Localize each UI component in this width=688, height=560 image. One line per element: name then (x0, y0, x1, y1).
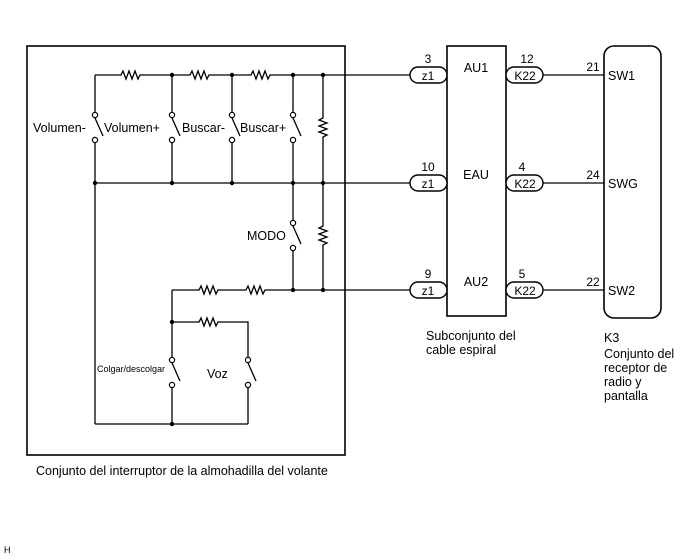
receiver-pin-swg: 24 (586, 168, 600, 182)
pin-right-au1: 12 (520, 52, 534, 66)
connector-k22-eau (505, 174, 544, 192)
switch-assembly-title: Conjunto del interruptor de la almohadil… (36, 464, 328, 478)
switch-colgar (168, 322, 181, 424)
connector-k22-au2 (505, 281, 544, 299)
label-volumen-minus: Volumen- (33, 121, 86, 135)
label-buscar-minus: Buscar- (182, 121, 225, 135)
receiver-title-2: receptor de (604, 361, 667, 375)
receiver-signal-sw2: SW2 (608, 284, 635, 298)
conn-left-eau: z1 (422, 177, 435, 191)
receiver-pin-sw1: 21 (586, 60, 600, 74)
top-rail-wire (95, 69, 410, 81)
resistor-voz-branch (172, 316, 249, 357)
receiver-box (603, 45, 662, 319)
label-voz: Voz (207, 367, 228, 381)
spiral-cable-title-2: cable espiral (426, 343, 496, 357)
receiver-signal-swg: SWG (608, 177, 638, 191)
label-colgar: Colgar/descolgar (97, 364, 165, 374)
connector-z1-eau (409, 174, 448, 192)
receiver-title-1: Conjunto del (604, 347, 674, 361)
conn-left-au2: z1 (422, 284, 435, 298)
receiver-pin-sw2: 22 (586, 275, 600, 289)
receiver-title-3: radio y (604, 375, 642, 389)
receiver-signal-sw1: SW1 (608, 69, 635, 83)
pin-right-eau: 4 (519, 160, 526, 174)
conn-left-au1: z1 (422, 69, 435, 83)
connector-k22-au1 (505, 66, 544, 84)
connector-z1-au2 (409, 281, 448, 299)
switch-volumen-minus (91, 75, 104, 183)
spiral-cable-title-1: Subconjunto del (426, 329, 516, 343)
switch-assembly-box (26, 45, 346, 456)
pin-left-au2: 9 (425, 267, 432, 281)
resistor-bottom-vertical (317, 183, 329, 290)
pin-right-au2: 5 (519, 267, 526, 281)
switch-buscar-plus (289, 75, 302, 183)
switch-buscar-minus (228, 75, 241, 183)
footer-code: H (4, 545, 11, 555)
junction-dots (92, 72, 326, 427)
conn-right-au2: K22 (514, 284, 536, 298)
pin-left-eau: 10 (421, 160, 435, 174)
signal-au1: AU1 (464, 61, 488, 75)
conn-right-eau: K22 (514, 177, 536, 191)
signal-au2: AU2 (464, 275, 488, 289)
label-modo: MODO (247, 229, 286, 243)
pin-left-au1: 3 (425, 52, 432, 66)
conn-right-au1: K22 (514, 69, 536, 83)
connector-z1-au1 (409, 66, 448, 84)
signal-eau: EAU (463, 168, 489, 182)
label-volumen-plus: Volumen+ (104, 121, 160, 135)
switch-modo (289, 183, 302, 290)
switch-volumen-plus (168, 75, 181, 183)
switch-voz (244, 356, 257, 424)
receiver-ref: K3 (604, 331, 619, 345)
bottom-rail-wire (172, 284, 410, 296)
label-buscar-plus: Buscar+ (240, 121, 286, 135)
receiver-title-4: pantalla (604, 389, 648, 403)
resistor-top-vertical (317, 75, 329, 183)
